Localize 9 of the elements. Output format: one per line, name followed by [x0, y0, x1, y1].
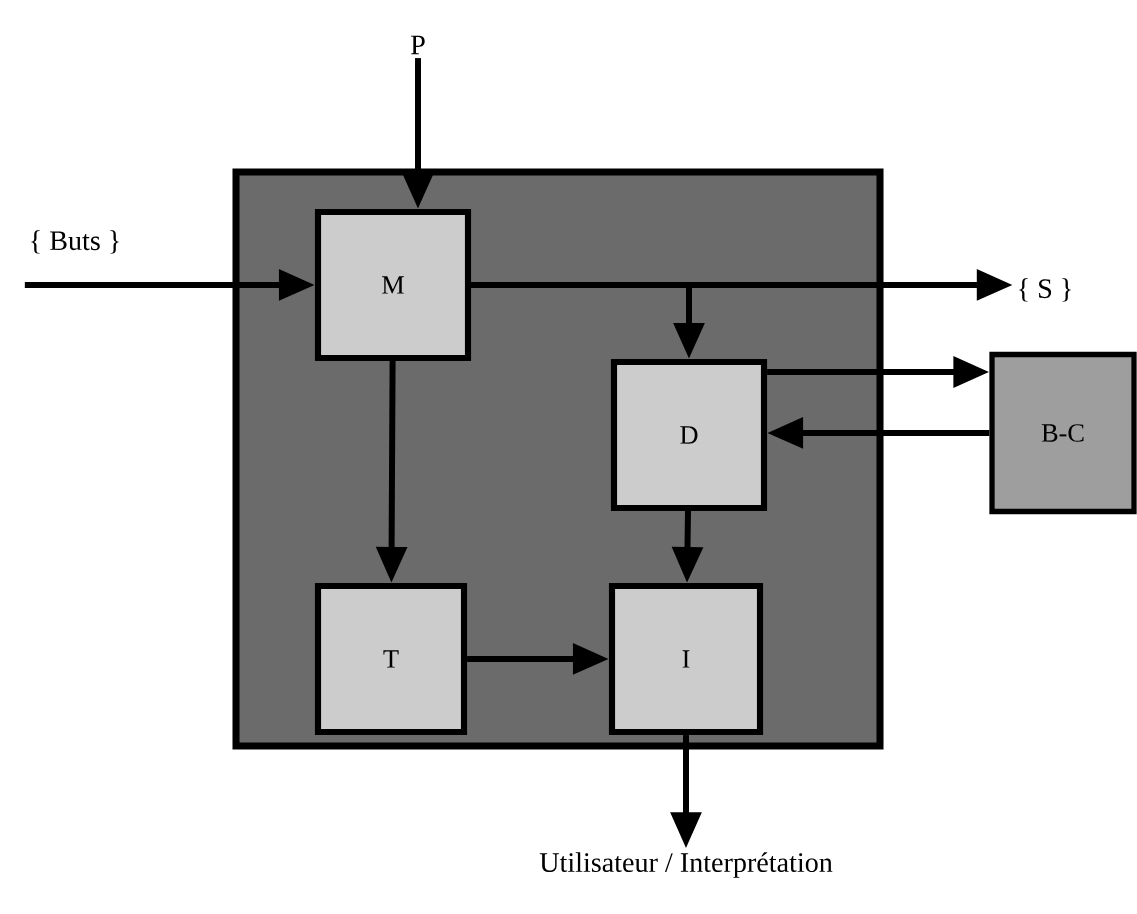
terminal-label: { Buts } [31, 230, 119, 254]
external-box: B-C [989, 351, 1137, 515]
process-box: I [608, 582, 764, 736]
process-box: M [314, 208, 472, 362]
terminal-label: Utilisateur / Interprétation [539, 852, 833, 878]
terminal-label: P [411, 35, 425, 55]
terminal-label: { S } [1019, 278, 1071, 302]
process-box: D [610, 358, 768, 512]
process-box: T [314, 582, 468, 736]
